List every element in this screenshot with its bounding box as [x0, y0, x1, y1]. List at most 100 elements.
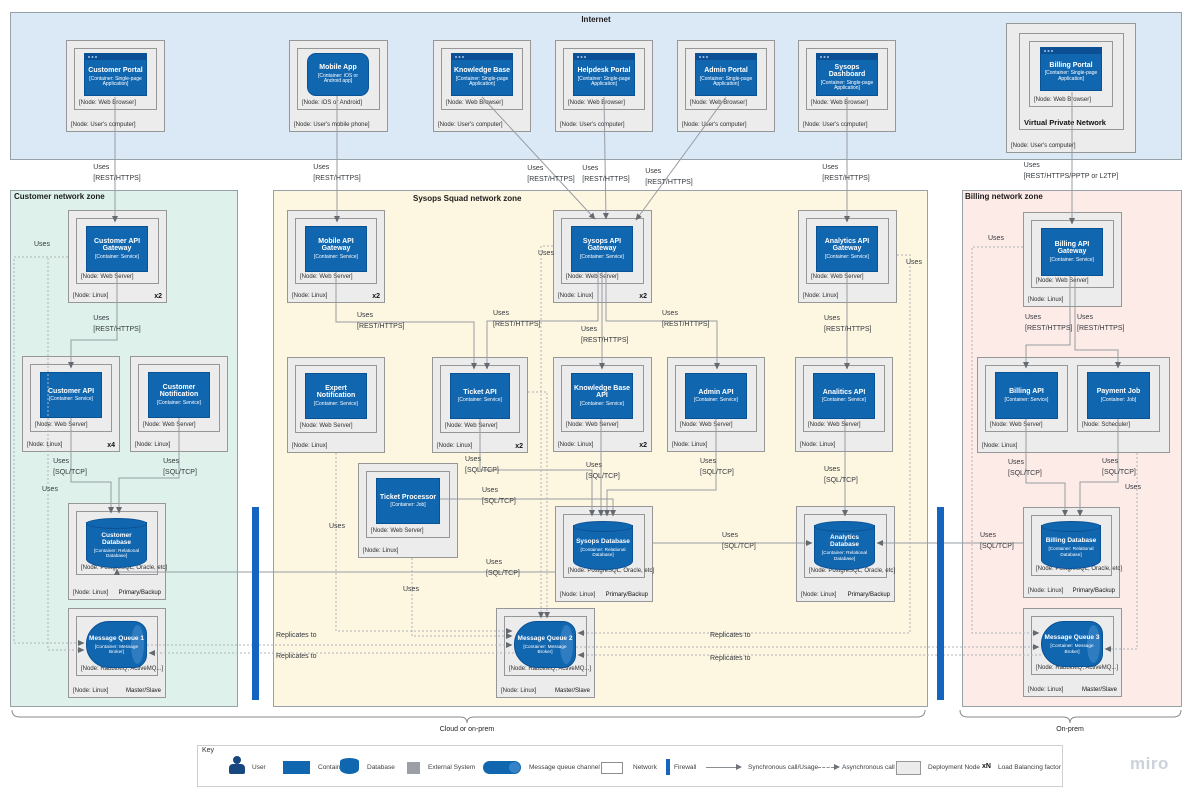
- node-label: [Node: Linux]: [672, 442, 708, 448]
- message-queue-3[interactable]: Message Queue 3[Container: Message Broke…: [1041, 621, 1103, 667]
- mobile-app[interactable]: Mobile App[Container: iOS or Android app…: [307, 53, 369, 96]
- edge-label: Uses[REST/HTTPS]: [1077, 314, 1125, 332]
- container-title: Expert Notification: [316, 384, 356, 400]
- billing-api[interactable]: Billing API[Container: Service]: [995, 372, 1058, 419]
- billing-portal[interactable]: Billing Portal[Container: Single-page Ap…: [1040, 47, 1102, 91]
- container-title: Helpdesk Portal: [577, 67, 631, 75]
- payment-job[interactable]: Payment Job[Container: Job]: [1087, 372, 1150, 419]
- edge-label: Uses[REST/HTTPS]: [93, 164, 141, 182]
- ticket-api[interactable]: Ticket API[Container: Service]: [450, 373, 510, 419]
- container-subtitle: [Container: Message Broker]: [523, 643, 567, 654]
- analytics-api-gateway[interactable]: Analytics API Gateway[Container: Service…: [816, 226, 878, 272]
- node-label: [Node: User's computer]: [803, 122, 868, 128]
- edge-label: Uses[SQL/TCP]: [163, 458, 197, 476]
- node-badge: x2: [639, 293, 647, 300]
- mobile-api-gateway[interactable]: Mobile API Gateway[Container: Service]: [305, 226, 367, 272]
- knowledge-base-api[interactable]: Knowledge Base API[Container: Service]: [571, 373, 633, 419]
- edge-label: Uses[SQL/TCP]: [482, 487, 516, 505]
- container-subtitle: [Container: Message Broker]: [94, 643, 139, 654]
- node-label: [Node: Linux]: [560, 592, 596, 598]
- node-label: [Node: Web Server]: [566, 422, 619, 428]
- network-icon: [601, 762, 623, 774]
- container-title: Admin Portal: [704, 67, 748, 75]
- customer-notification[interactable]: Customer Notification[Container: Service…: [148, 372, 210, 418]
- edge-label: Uses[REST/HTTPS]: [313, 164, 361, 182]
- sysops-dashboard[interactable]: Sysops Dashboard[Container: Single-page …: [816, 53, 878, 96]
- edge-label: Uses[REST/HTTPS]: [581, 326, 629, 344]
- node-label: [Node: Linux]: [363, 548, 399, 554]
- billing-database[interactable]: Billing Database[Container: Relational D…: [1041, 521, 1101, 569]
- edge-label: Uses[REST/HTTPS]: [582, 165, 630, 183]
- node-label: [Node: Linux]: [501, 688, 537, 694]
- customer-api[interactable]: Customer API[Container: Service]: [40, 372, 102, 418]
- billing-api-gateway[interactable]: Billing API Gateway[Container: Service]: [1041, 228, 1103, 276]
- node-label: [Node: Scheduler]: [1082, 422, 1131, 428]
- container-subtitle: [Container: Job]: [1100, 396, 1137, 403]
- node-label: [Node: Web Server]: [566, 274, 619, 280]
- legend-item-label: User: [252, 764, 266, 771]
- admin-portal[interactable]: Admin Portal[Container: Single-page Appl…: [695, 53, 757, 96]
- node-label: [Node: User's computer]: [682, 122, 747, 128]
- node-label: [Node: Web Browser]: [1034, 97, 1091, 103]
- helpdesk-portal[interactable]: Helpdesk Portal[Container: Single-page A…: [573, 53, 635, 96]
- legend-key-label: Key: [202, 747, 215, 754]
- node-label: [Node: PostgreSQL, Oracle, etc]: [81, 565, 168, 571]
- load-balancing-factor-icon: xN: [982, 763, 991, 770]
- node-label: [Node: User's computer]: [438, 122, 503, 128]
- container-title: Mobile API Gateway: [318, 237, 354, 253]
- legend-item-label: Network: [633, 764, 657, 771]
- node-label: [Node: Linux]: [558, 293, 594, 299]
- node-label: [Node: Linux]: [1028, 297, 1064, 303]
- container-subtitle: [Container: Service]: [1004, 396, 1049, 403]
- container-subtitle: [Container: Relational Database]: [580, 546, 626, 557]
- container-title: Knowledge Base API: [574, 384, 631, 400]
- node-label: [Node: Web Server]: [300, 423, 353, 429]
- node-label: [Node: Web Server]: [371, 528, 424, 534]
- node-badge: Master/Slave: [125, 688, 161, 694]
- synchronous-call-arrow-icon: [706, 764, 742, 770]
- node-label: [Node: User's computer]: [71, 122, 136, 128]
- admin-api[interactable]: Admin API[Container: Service]: [685, 373, 747, 419]
- edge-label: Uses[REST/HTTPS]: [357, 312, 405, 330]
- node-label: [Node: Linux]: [801, 592, 837, 598]
- node-label: [Node: RabbitMQ, ActiveMQ...]: [1036, 665, 1119, 671]
- customer-api-gateway[interactable]: Customer API Gateway[Container: Service]: [86, 226, 148, 272]
- message-queue-1[interactable]: Message Queue 1[Container: Message Broke…: [86, 621, 147, 668]
- edge-label: Uses[SQL/TCP]: [586, 462, 620, 480]
- user-icon: [227, 756, 247, 775]
- container-title: Message Queue 2: [517, 634, 573, 642]
- analitics-api[interactable]: Analitics API[Container: Service]: [813, 373, 875, 419]
- deployment-node-icon: [896, 761, 921, 775]
- container-subtitle: [Container: Single-page Application]: [577, 75, 631, 88]
- edge-label: Uses: [1125, 484, 1141, 491]
- container-title: Analytics API Gateway: [824, 237, 870, 253]
- expert-notification[interactable]: Expert Notification[Container: Service]: [305, 373, 367, 419]
- edge-label: Uses[REST/HTTPS]: [527, 165, 575, 183]
- node-label: [Node: iOS or Android]: [302, 100, 363, 106]
- container-title: Billing Database: [1045, 537, 1097, 545]
- container-subtitle: [Container: Job]: [390, 502, 426, 508]
- firewall-1[interactable]: [252, 507, 259, 700]
- analytics-database[interactable]: Analytics Database[Container: Relational…: [814, 521, 875, 570]
- customer-portal[interactable]: Customer Portal[Container: Single-page A…: [84, 53, 147, 96]
- sysops-database[interactable]: Sysops Database[Container: Relational Da…: [573, 521, 633, 570]
- message-queue-2[interactable]: Message Queue 2[Container: Message Broke…: [514, 621, 576, 668]
- container-subtitle: [Container: Single-page Application]: [699, 75, 753, 88]
- edge-label: Uses[REST/HTTPS]: [493, 310, 541, 328]
- ticket-processor[interactable]: Ticket Processor[Container: Job]: [376, 478, 440, 524]
- node-badge: x2: [515, 443, 523, 450]
- edge-label: Uses[REST/HTTPS/PPTP or L2TP]: [1023, 162, 1119, 180]
- database-icon: [340, 758, 359, 774]
- customer-database[interactable]: Customer Database[Container: Relational …: [86, 518, 147, 568]
- container-title: Sysops Dashboard: [828, 63, 866, 79]
- container-subtitle: [Container: Service]: [49, 396, 93, 402]
- container-title: Knowledge Base: [454, 67, 511, 75]
- zone-label-sysops: Sysops Squad network zone: [413, 194, 522, 203]
- container-subtitle: [Container: Service]: [580, 253, 624, 260]
- node-label: [Node: Linux]: [1028, 687, 1064, 693]
- knowledge-base-portal[interactable]: Knowledge Base[Container: Single-page Ap…: [451, 53, 513, 96]
- node-label: [Node: Web Server]: [143, 422, 196, 428]
- firewall-2[interactable]: [937, 507, 944, 700]
- sysops-api-gateway[interactable]: Sysops API Gateway[Container: Service]: [571, 226, 633, 272]
